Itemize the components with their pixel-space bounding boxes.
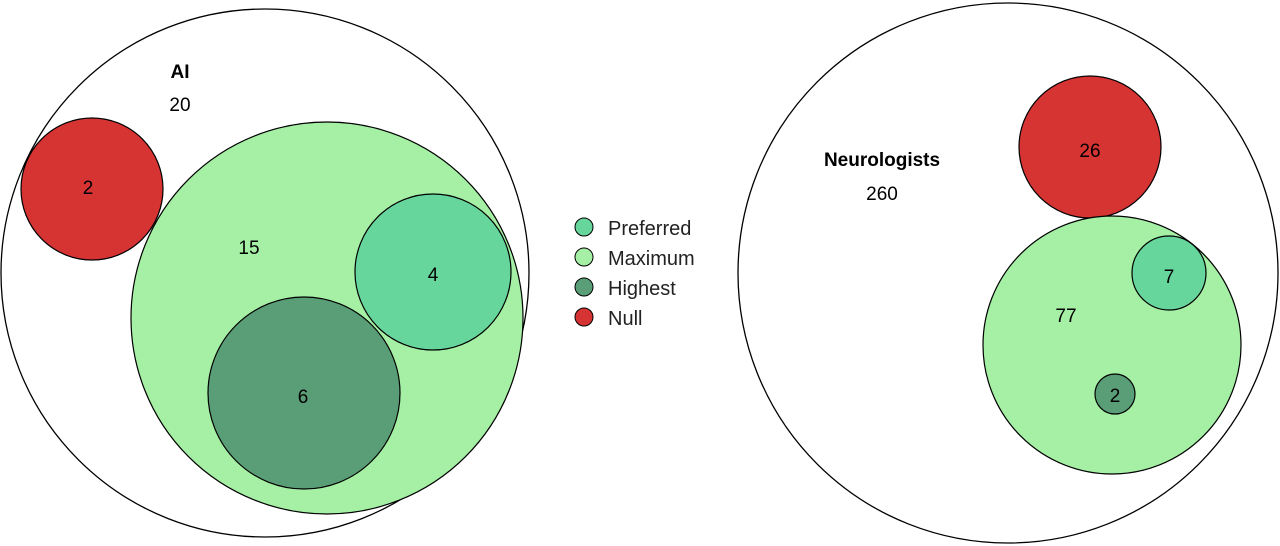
neurologists-maximum-count: 77 [1055,306,1076,327]
ai-highest-circle [207,296,401,490]
legend-item-highest: Highest [574,277,676,300]
legend-swatch-maximum [574,247,594,267]
ai-maximum-count: 15 [238,238,259,259]
ai-title: AI [171,62,190,83]
neurologists-group: Neurologists 260 26 77 7 2 [737,2,1279,544]
legend-swatch-highest [574,277,594,297]
ai-highest-count: 6 [298,387,309,408]
legend-item-null: Null [574,307,642,330]
ai-preferred-count: 4 [428,265,439,286]
neurologists-preferred-circle [1131,235,1207,311]
legend-swatch-null [574,307,594,327]
neurologists-highest-circle [1094,373,1136,415]
neurologists-maximum-circle [982,215,1242,475]
neurologists-title: Neurologists [824,150,940,171]
neurologists-total-count: 260 [866,184,898,205]
legend-swatch-preferred [574,217,594,237]
ai-group: AI 20 2 15 4 6 [0,8,530,538]
neurologists-preferred-count: 7 [1164,267,1175,288]
ai-total-count: 20 [169,95,190,116]
legend-label-null: Null [608,308,642,330]
legend-label-preferred: Preferred [608,218,691,240]
legend: Preferred Maximum Highest Null [574,217,695,330]
neurologists-highest-count: 2 [1110,386,1121,407]
neurologists-null-count: 26 [1079,141,1100,162]
ai-null-count: 2 [83,178,94,199]
legend-item-maximum: Maximum [574,247,695,270]
ai-null-circle [20,117,164,261]
legend-label-maximum: Maximum [608,248,695,270]
legend-item-preferred: Preferred [574,217,691,240]
legend-label-highest: Highest [608,278,676,300]
ai-preferred-circle [354,193,512,351]
